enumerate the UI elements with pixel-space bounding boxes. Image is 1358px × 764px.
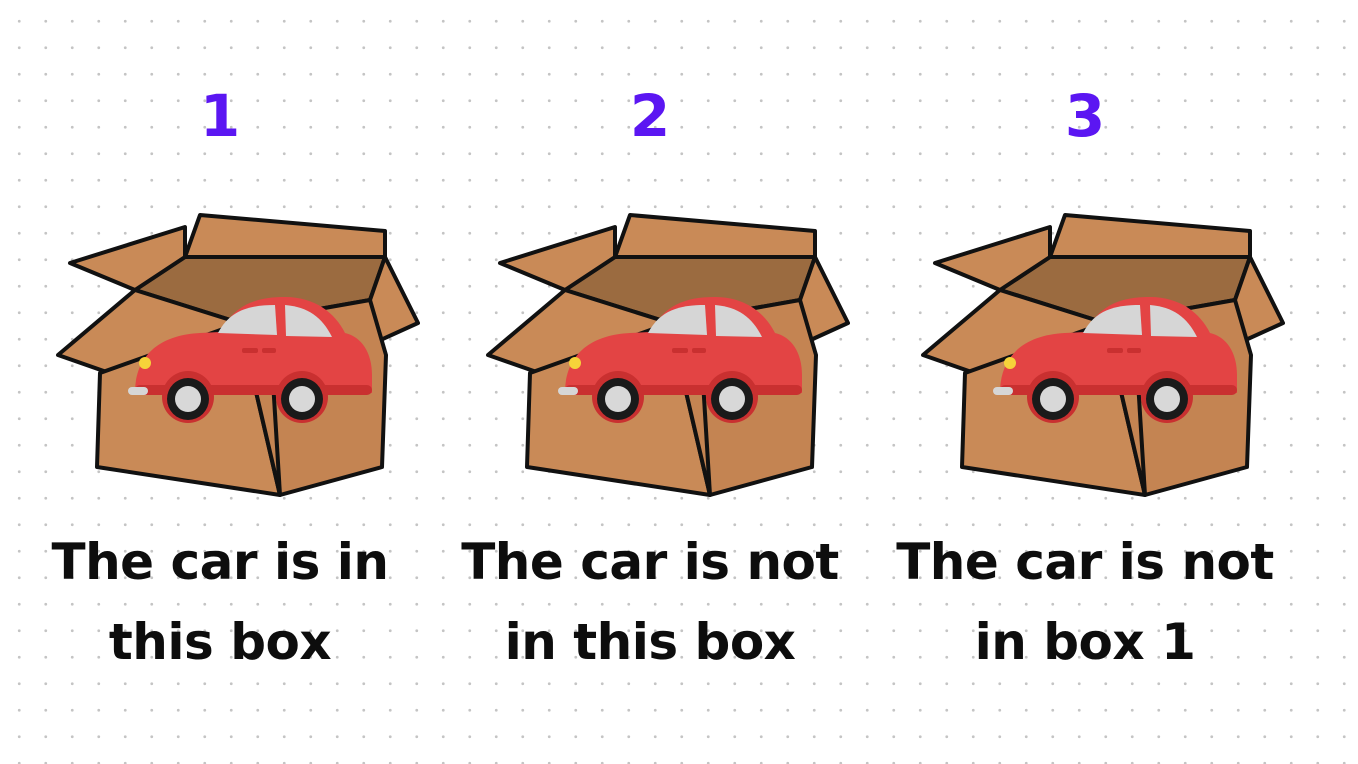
car-icon bbox=[921, 213, 1285, 497]
car-icon bbox=[56, 213, 420, 497]
cardboard-box-icon bbox=[921, 213, 1285, 497]
car-icon bbox=[486, 213, 850, 497]
caption-line-2: this box bbox=[108, 613, 332, 671]
box-number: 3 bbox=[1064, 82, 1106, 150]
caption-line-1: The car is not bbox=[461, 533, 839, 591]
caption-line-2: in this box bbox=[504, 613, 796, 671]
caption-line-2: in box 1 bbox=[974, 613, 1196, 671]
box-panel-3: 3 The car is not in box 1 bbox=[875, 0, 1295, 764]
box-panel-1: 1 The car is in this box bbox=[10, 0, 430, 764]
box-number: 1 bbox=[199, 82, 241, 150]
cardboard-box-icon bbox=[56, 213, 420, 497]
box-panel-2: 2 The car is not in this box bbox=[440, 0, 860, 764]
box-caption: The car is in this box bbox=[0, 522, 440, 682]
box-caption: The car is not in box 1 bbox=[865, 522, 1305, 682]
caption-line-1: The car is not bbox=[896, 533, 1274, 591]
box-number: 2 bbox=[629, 82, 671, 150]
box-caption: The car is not in this box bbox=[430, 522, 870, 682]
cardboard-box-icon bbox=[486, 213, 850, 497]
caption-line-1: The car is in bbox=[51, 533, 389, 591]
